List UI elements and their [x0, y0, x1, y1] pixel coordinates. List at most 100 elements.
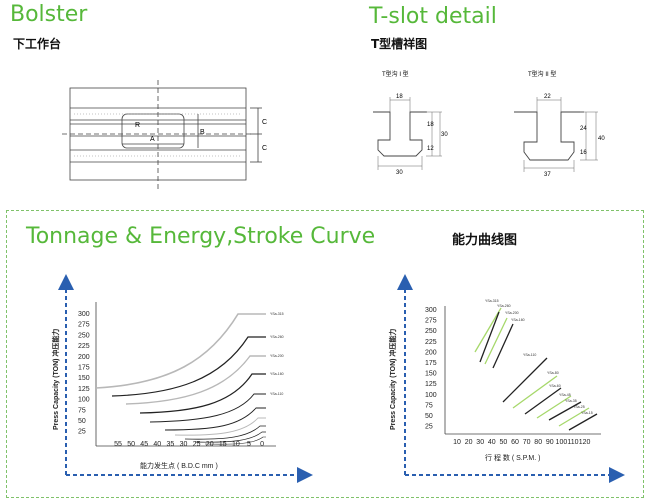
bolster-label-c1: C: [262, 119, 267, 126]
left-xtick: 20: [206, 441, 214, 448]
bolster-label-r: R: [135, 122, 140, 129]
left-curve: [194, 431, 266, 443]
right-xtick: 70: [523, 439, 531, 446]
left-ylabel: Press Capacity (TON) 冲压能力: [51, 329, 60, 430]
bolster-label-b: B: [200, 129, 205, 136]
bolster-drawing: R A B C C: [62, 80, 267, 190]
left-xtick: 35: [167, 441, 175, 448]
tslot-type1-top: 18: [396, 94, 403, 100]
right-ylabel: Press Capacity (TON) 冲压能力: [388, 329, 397, 430]
left-xtick: 45: [140, 441, 148, 448]
right-ytick: 225: [425, 339, 437, 346]
right-ytick: 25: [425, 424, 433, 431]
tslot-subtitle: T型槽祥图: [371, 37, 428, 51]
right-ytick: 200: [425, 349, 437, 356]
right-xtick: 40: [488, 439, 496, 446]
left-yticks: 300 275 250 225 200 175 150 125 100 75 50 25: [78, 311, 90, 436]
right-line: [492, 323, 514, 369]
bolster-subtitle: 下工作台: [13, 37, 62, 51]
right-line: [502, 357, 548, 403]
left-ytick: 250: [78, 332, 90, 339]
left-xtick: 0: [260, 441, 264, 448]
right-series-labels: YSa-315YSa-260YSa-200YSa-160YSa-110YSa-8…: [485, 299, 593, 415]
left-ytick: 225: [78, 343, 90, 350]
left-curve: [111, 336, 266, 397]
left-ytick: 175: [78, 365, 90, 372]
bolster-label-c2: C: [262, 145, 267, 152]
right-series-label: YSa-200: [505, 311, 519, 315]
tslot-type2-bottom: 37: [544, 172, 551, 178]
left-ytick: 200: [78, 354, 90, 361]
left-curve-chart: Press Capacity (TON) 冲压能力 30027525022520…: [51, 274, 313, 483]
tslot-type2-label: T型沟 II 型: [528, 70, 556, 78]
right-ytick: 75: [425, 402, 433, 409]
tslot-type2-profile: [514, 111, 584, 161]
left-curve: [184, 425, 266, 440]
left-xtick: 25: [193, 441, 201, 448]
right-ytick: 300: [425, 307, 437, 314]
left-series-label: YSa-160: [270, 372, 284, 376]
right-line: [548, 401, 582, 421]
right-series-label: YSa-25: [573, 405, 585, 409]
right-ytick: 275: [425, 318, 437, 325]
right-line: [568, 413, 598, 431]
right-line: [512, 375, 558, 409]
left-curve: [164, 407, 266, 431]
tslot-type1-bottom: 30: [396, 170, 403, 176]
bolster-label-a: A: [150, 136, 155, 143]
left-series-label: YSa-260: [270, 335, 284, 339]
left-ytick: 50: [78, 418, 86, 425]
left-curve: [174, 417, 266, 436]
left-xtick: 10: [232, 441, 240, 448]
left-ytick: 75: [78, 407, 86, 414]
right-curve-chart: Press Capacity (TON) 冲压能力 30027525022520…: [388, 274, 625, 483]
right-series-label: YSa-160: [511, 318, 525, 322]
tslot-type1-h2: 12: [427, 146, 434, 152]
right-line: [474, 307, 502, 353]
right-series-label: YSa-60: [549, 384, 561, 388]
right-ytick: 175: [425, 360, 437, 367]
bolster-title: Bolster: [10, 2, 88, 27]
tslot-type2-total: 40: [598, 136, 605, 142]
right-xtick: 120: [579, 439, 591, 446]
left-ytick: 25: [78, 429, 86, 436]
right-ytick: 150: [425, 371, 437, 378]
right-ytick: 100: [425, 392, 437, 399]
tslot-type2-h1: 24: [580, 126, 587, 132]
right-lines: [474, 307, 598, 431]
tonnage-subtitle: 能力曲线图: [452, 233, 518, 248]
left-series-label: YSa-110: [270, 392, 283, 396]
right-xtick: 50: [500, 439, 508, 446]
left-xtick: 5: [247, 441, 251, 448]
right-line: [484, 317, 508, 365]
left-ytick: 125: [78, 386, 90, 393]
right-series-label: YSa-35: [565, 399, 577, 403]
right-series-label: YSa-80: [547, 371, 559, 375]
tslot-type1-label: T型沟 I 型: [382, 70, 409, 78]
left-curve: [95, 313, 266, 389]
tslot-type2-h2: 16: [580, 150, 587, 156]
left-ytick: 300: [78, 311, 90, 318]
left-curve: [204, 436, 266, 445]
tonnage-title: Tonnage & Energy,Stroke Curve: [26, 224, 376, 249]
left-ytick: 275: [78, 322, 90, 329]
left-xtick: 55: [114, 441, 122, 448]
right-series-label: YSa-15: [581, 411, 593, 415]
tslot-type2-top: 22: [544, 94, 551, 100]
right-xlabel: 行 程 数 ( S.P.M. ): [485, 453, 541, 462]
left-xlabel: 能力发生点 ( B.D.C mm ): [140, 461, 218, 470]
right-line: [536, 395, 572, 419]
left-ytick: 100: [78, 397, 90, 404]
tslot-drawings: T型沟 I 型 18 18 12 30 30 T型沟 II 型 22 24 16…: [373, 70, 605, 178]
left-ytick: 150: [78, 375, 90, 382]
right-xtick: 60: [511, 439, 519, 446]
left-curve: [139, 373, 266, 414]
right-xtick: 30: [476, 439, 484, 446]
left-curve: [125, 355, 266, 405]
right-series-label: YSa-45: [559, 393, 571, 397]
left-series-label: YSa-200: [270, 354, 284, 358]
left-curves: [95, 313, 266, 445]
